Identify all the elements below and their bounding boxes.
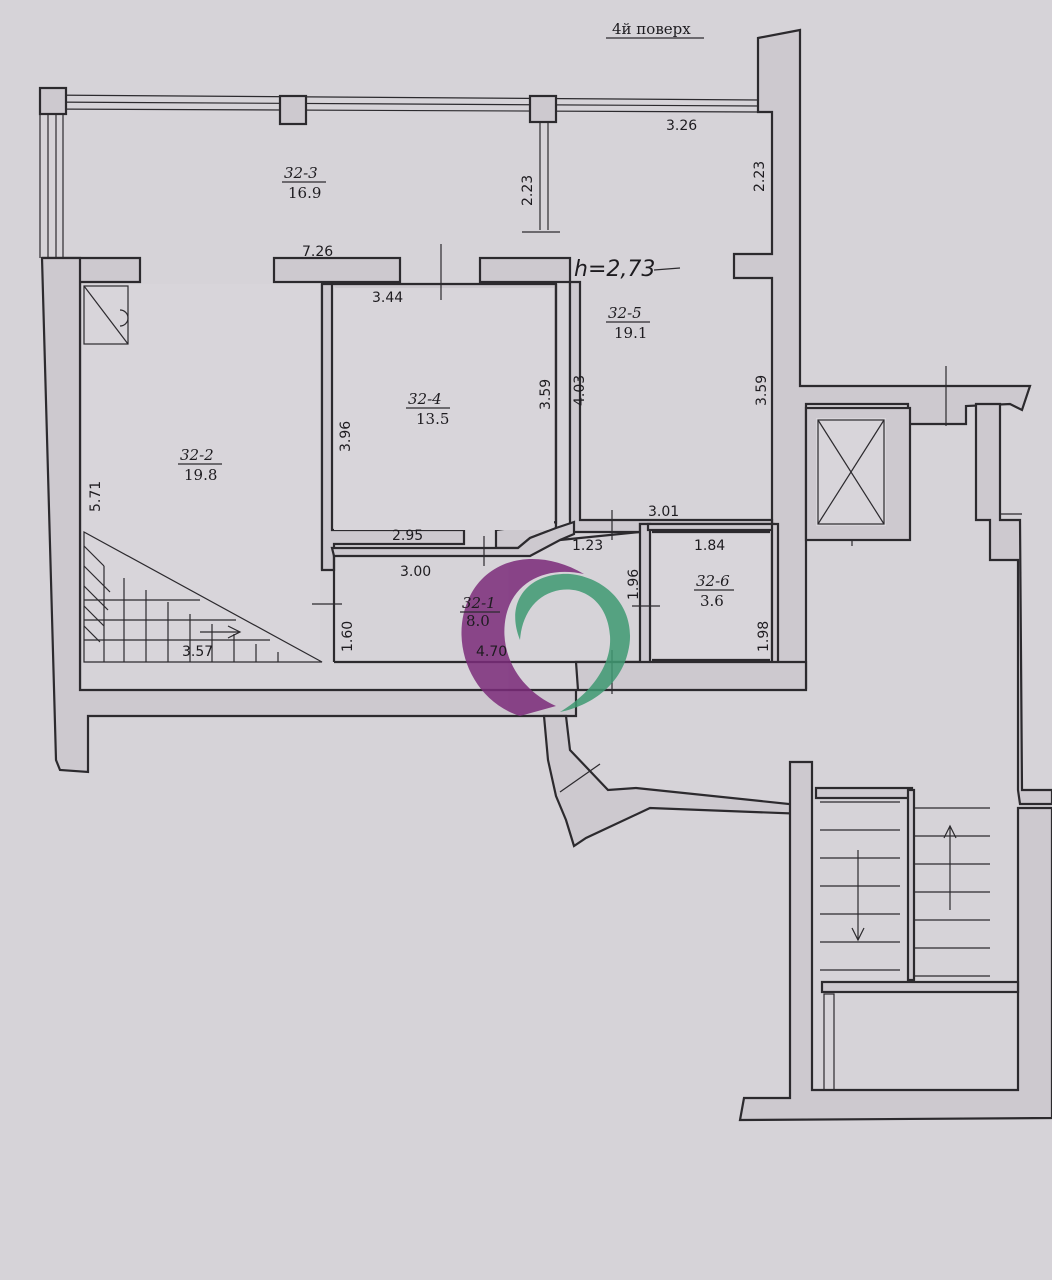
room-area: 16.9 bbox=[288, 184, 321, 202]
room-label-32-3: 32-3 16.9 bbox=[282, 164, 326, 202]
room-id: 32-5 bbox=[608, 304, 642, 322]
floor-title: 4й поверх bbox=[612, 20, 691, 38]
room-id: 32-6 bbox=[696, 572, 730, 590]
watermark-green-arc bbox=[515, 573, 631, 712]
dim-room5-right: 3.59 bbox=[754, 375, 770, 406]
room-area: 19.1 bbox=[614, 324, 647, 342]
dim-room4-bottom: 2.95 bbox=[392, 528, 423, 544]
dim-room2-left: 5.71 bbox=[88, 481, 104, 512]
room-32-2 bbox=[82, 284, 324, 663]
stair-icon bbox=[83, 530, 323, 663]
balcony-glazing bbox=[38, 86, 761, 258]
dim-hall-left: 1.60 bbox=[340, 621, 356, 652]
watermark-purple-arc bbox=[461, 558, 584, 716]
dim-room4-top: 3.44 bbox=[372, 290, 403, 306]
room-label-32-5: 32-5 19.1 bbox=[606, 304, 650, 342]
dim-room4-right: 3.59 bbox=[538, 379, 554, 410]
dim-balcony-width-left: 7.26 bbox=[302, 244, 333, 260]
dim-hall-top: 3.00 bbox=[400, 564, 431, 580]
room-id: 32-1 bbox=[462, 594, 496, 612]
dim-room5-left: 4.03 bbox=[572, 375, 588, 406]
room-area: 3.6 bbox=[700, 592, 724, 610]
dim-balcony-width-right: 3.26 bbox=[666, 118, 697, 134]
room-id: 32-3 bbox=[284, 164, 318, 182]
room-label-32-2: 32-2 19.8 bbox=[178, 446, 222, 484]
room-area: 19.8 bbox=[184, 466, 217, 484]
room-label-32-1: 32-1 8.0 bbox=[460, 594, 500, 630]
stair-up-icon bbox=[914, 807, 990, 977]
stair-down-icon bbox=[820, 801, 900, 971]
dim-hall-bottom: 4.70 bbox=[476, 644, 507, 660]
room-32-4 bbox=[320, 282, 572, 572]
room-id: 32-4 bbox=[408, 390, 442, 408]
dim-room5-bottom: 3.01 bbox=[648, 504, 679, 520]
dim-room2-stair: 3.57 bbox=[182, 644, 213, 660]
lift-shaft bbox=[804, 406, 912, 542]
dim-corridor-width: 1.23 bbox=[572, 538, 603, 554]
room-area: 13.5 bbox=[416, 410, 449, 428]
dim-room4-left: 3.96 bbox=[338, 421, 354, 452]
room-32-5 bbox=[568, 280, 774, 534]
staircase bbox=[738, 760, 1052, 1122]
far-east-wall bbox=[974, 402, 1052, 806]
ceiling-height-note: h=2,73 bbox=[574, 257, 655, 282]
south-wall bbox=[574, 660, 808, 692]
room-label-32-6: 32-6 3.6 bbox=[694, 572, 734, 610]
dim-balcony-depth-right: 2.23 bbox=[752, 161, 768, 192]
dim-corridor-depth: 1.96 bbox=[626, 569, 642, 600]
east-wall bbox=[638, 28, 1032, 690]
west-wall bbox=[40, 256, 578, 774]
north-wall-mid bbox=[272, 256, 402, 284]
entrance-vestibule bbox=[542, 714, 810, 848]
dim-bath-right: 1.98 bbox=[756, 621, 772, 652]
room-area: 8.0 bbox=[466, 612, 490, 630]
room-32-6 bbox=[646, 522, 780, 666]
room-id: 32-2 bbox=[180, 446, 214, 464]
north-wall-right bbox=[478, 256, 572, 284]
room-label-32-4: 32-4 13.5 bbox=[406, 390, 450, 428]
dim-bath-top: 1.84 bbox=[694, 538, 725, 554]
watermark-logo-icon bbox=[461, 558, 631, 716]
dim-balcony-depth-left: 2.23 bbox=[520, 175, 536, 206]
